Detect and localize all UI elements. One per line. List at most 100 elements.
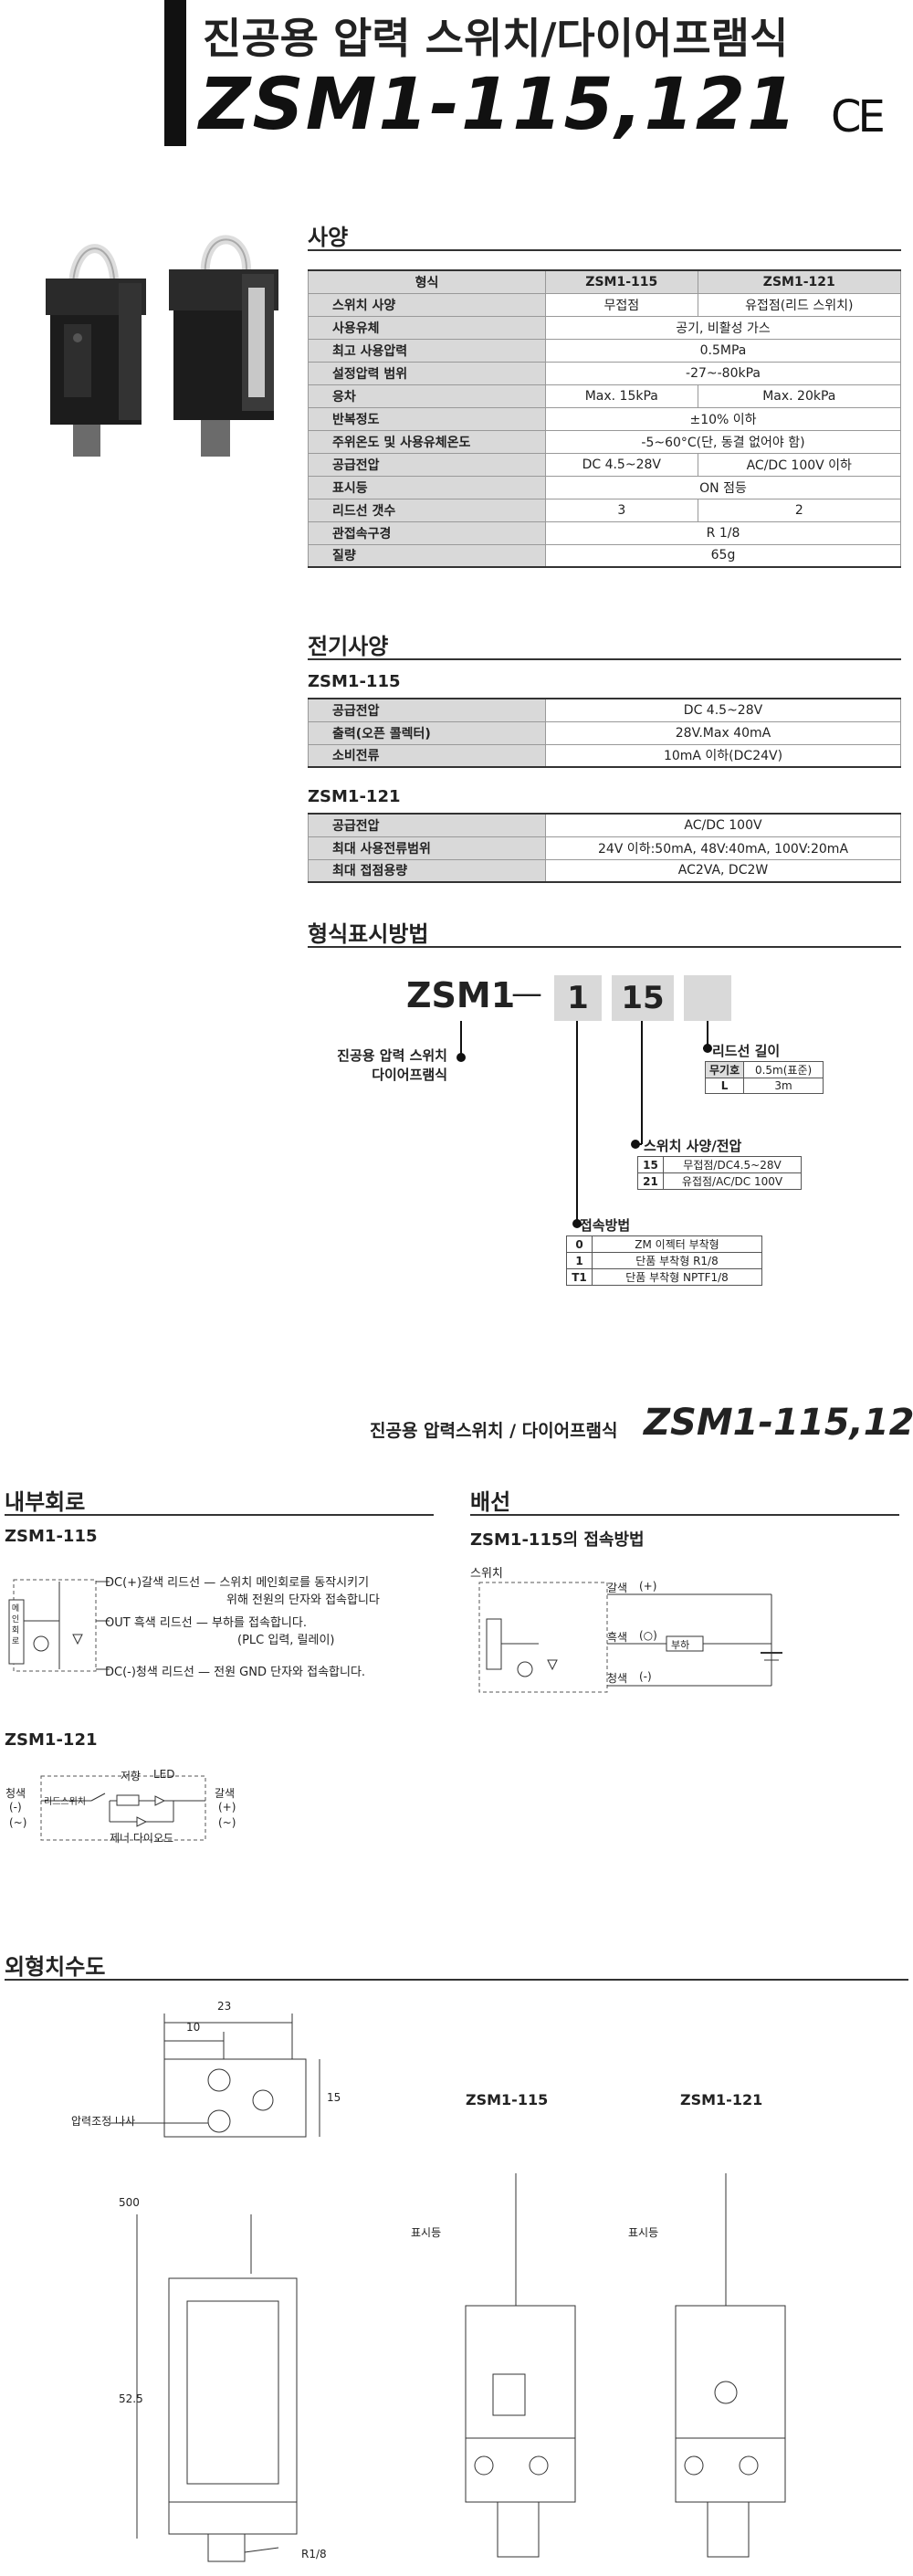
elec-label: 최대 사용전류범위	[308, 836, 546, 860]
dim-500: 500	[119, 2196, 140, 2209]
header-bar	[164, 0, 186, 146]
left-wire-sign: (-)	[9, 1801, 22, 1814]
dim-52-5: 52.5	[119, 2392, 143, 2405]
out-desc: OUT 흑색 리드선 — 부하를 접속합니다.	[105, 1616, 307, 1630]
wiring-section-title: 배선	[470, 1489, 511, 1515]
spec-title-rule	[308, 249, 901, 251]
order-title-rule	[308, 946, 901, 948]
wiring-sub-title: ZSM1-115의 접속방법	[470, 1530, 645, 1550]
spec-label: 관접속구경	[308, 520, 546, 545]
code-cell: T1	[566, 1268, 593, 1286]
code-cell: 무기호	[704, 1061, 745, 1078]
table-row: 출력(오픈 콜렉터)28V.Max 40mA	[308, 720, 901, 745]
dc-minus-desc: DC(-)청색 리드선 — 전원 GND 단자와 접속합니다.	[105, 1666, 366, 1679]
wiring-diagram	[478, 1582, 782, 1693]
spec-cell: -5~60°C(단, 동결 없어야 함)	[545, 429, 901, 454]
connection-title: 접속방법	[580, 1217, 631, 1234]
left-wire-ac: (~)	[9, 1816, 27, 1829]
model-title: ZSM1-115,121	[199, 64, 799, 146]
spec-cell: 유접점(리드 스위치)	[697, 292, 902, 317]
order-box-switch: 15	[612, 975, 674, 1021]
internal-115-title: ZSM1-115	[5, 1527, 98, 1546]
switch-spec-title: 스위치 사양/전압	[644, 1138, 742, 1154]
elec-115-title: ZSM1-115	[308, 672, 401, 691]
lead-length-title: 리드선 길이	[712, 1043, 781, 1059]
spec-label: 주위온도 및 사용유체온도	[308, 429, 546, 454]
spec-cell: -27~-80kPa	[545, 361, 901, 385]
order-prefix: ZSM1	[406, 975, 516, 1015]
dc-plus-desc: DC(+)갈색 리드선 — 스위치 메인회로를 동작시키기	[105, 1576, 370, 1590]
wire-black-label: 흑색	[607, 1631, 628, 1644]
dc-plus-desc-2: 위해 전원의 단자와 접속합니다	[226, 1593, 380, 1607]
order-section-title: 형식표시방법	[308, 921, 429, 947]
code-cell: 21	[637, 1172, 664, 1190]
spec-label: 공급전압	[308, 452, 546, 477]
spec-head-121: ZSM1-121	[697, 269, 902, 294]
wire-blue-label: 청색	[607, 1672, 628, 1685]
code-cell: 0	[566, 1235, 593, 1253]
indicator-121-label: 표시등	[628, 2226, 659, 2239]
right-wire-ac: (~)	[218, 1816, 236, 1829]
spec-cell: ON 점등	[545, 475, 901, 499]
dimension-drawing	[110, 2013, 786, 2562]
elec-cell: 24V 이하:50mA, 48V:40mA, 100V:20mA	[545, 836, 901, 860]
elec-label: 소비전류	[308, 743, 546, 768]
zener-diode-label: 제너 다이오드	[110, 1832, 174, 1845]
elec-label: 최대 접점용량	[308, 858, 546, 883]
internal-title-rule	[5, 1514, 434, 1516]
desc-cell: 0.5m(표준)	[743, 1061, 824, 1078]
wiring-title-rule	[470, 1514, 899, 1516]
wire-black-sign: (○)	[639, 1629, 657, 1642]
spec-cell: Max. 20kPa	[697, 384, 902, 408]
reed-switch-label: 리드스위치	[44, 1797, 86, 1807]
out-desc-2: (PLC 입력, 릴레이)	[237, 1634, 335, 1647]
wire-blue-sign: (-)	[639, 1670, 652, 1683]
dim-23: 23	[217, 2000, 232, 2013]
order-leader-lines	[456, 1021, 712, 1228]
elec-label: 출력(오픈 콜렉터)	[308, 720, 546, 745]
spec-cell: 2	[697, 498, 902, 522]
elec-121-title: ZSM1-121	[308, 787, 401, 806]
desc-cell: 무접점/DC4.5~28V	[663, 1156, 802, 1173]
elec-label: 공급전압	[308, 698, 546, 722]
spec-cell: ±10% 이하	[545, 406, 901, 431]
order-box-lead	[684, 975, 731, 1021]
spec-cell: Max. 15kPa	[545, 384, 698, 408]
spec-label: 리드선 갯수	[308, 498, 546, 522]
table-row: 형식 ZSM1-115 ZSM1-121	[308, 269, 902, 294]
table-row: 설정압력 범위-27~-80kPa	[308, 361, 901, 385]
spec-label: 표시등	[308, 475, 546, 499]
table-row: 주위온도 및 사용유체온도-5~60°C(단, 동결 없어야 함)	[308, 429, 901, 454]
elec-label: 공급전압	[308, 813, 546, 837]
spec-label: 최고 사용압력	[308, 338, 546, 363]
desc-cell: 단품 부착형 NPTF1/8	[592, 1268, 762, 1286]
spec-head-type: 형식	[308, 269, 546, 294]
internal-121-circuit	[40, 1775, 206, 1841]
code-cell: 1	[566, 1252, 593, 1269]
right-wire-sign: (+)	[218, 1801, 236, 1814]
load-label: 부하	[671, 1639, 690, 1651]
spec-cell: 무접점	[545, 292, 698, 317]
internal-115-circuit	[8, 1579, 110, 1672]
wiring-switch-label: 스위치	[470, 1567, 503, 1581]
spec-label: 반복정도	[308, 406, 546, 431]
table-row: 반복정도±10% 이하	[308, 406, 901, 431]
dims-115-title: ZSM1-115	[466, 2091, 549, 2108]
page2-subtitle: 진공용 압력스위치 / 다이어프램식	[370, 1421, 618, 1441]
